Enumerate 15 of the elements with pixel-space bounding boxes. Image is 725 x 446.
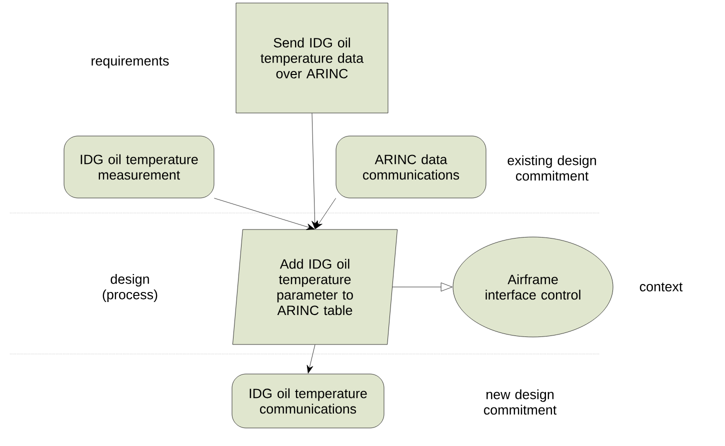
annotation-text: context bbox=[640, 282, 683, 292]
arrow bbox=[312, 113, 318, 229]
arrow bbox=[392, 282, 452, 292]
annotation-text: design (process) bbox=[102, 274, 158, 302]
arrow bbox=[214, 198, 315, 230]
annotation-text: existing design commitment bbox=[508, 155, 596, 181]
arrow bbox=[315, 198, 336, 230]
requirement-box: Send IDG oil temperature data over ARINC bbox=[236, 2, 388, 114]
commitment-box: ARINC data communications bbox=[336, 136, 486, 198]
commitment-box: IDG oil temperature communications bbox=[232, 374, 384, 428]
commitment-box: IDG oil temperature measurement bbox=[64, 136, 214, 198]
annotation-text: requirements bbox=[92, 56, 169, 68]
annotation-text: new design commitment bbox=[484, 389, 557, 415]
arrow bbox=[306, 344, 316, 374]
process-parallelogram: Add IDG oil temperature parameter to ARINC table bbox=[232, 229, 398, 345]
